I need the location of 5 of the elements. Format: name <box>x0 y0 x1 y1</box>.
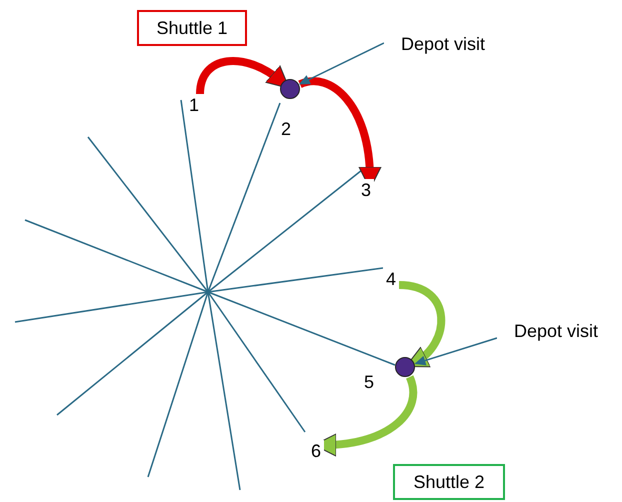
arrow <box>414 337 498 366</box>
arrow <box>298 42 384 85</box>
curved-arrow <box>398 281 446 368</box>
shuttle-box: Shuttle 1 <box>137 10 247 46</box>
shuttle-box: Shuttle 2 <box>393 464 505 500</box>
